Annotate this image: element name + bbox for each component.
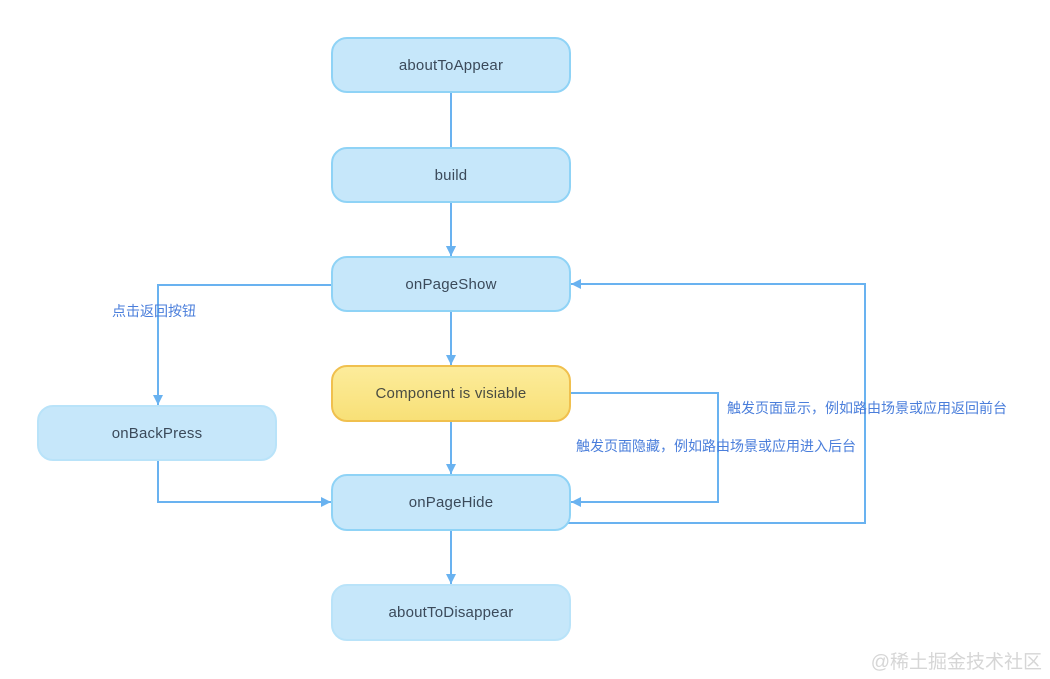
node-label: aboutToAppear (398, 56, 504, 74)
node-label: Component is visiable (375, 385, 527, 402)
node-label: onBackPress (111, 424, 203, 442)
edge-component-onPageHide-loop (571, 392, 719, 507)
node-label: aboutToDisappear (388, 604, 514, 621)
node-build: build (331, 147, 571, 203)
node-onBackPress: onBackPress (37, 405, 277, 461)
node-label: onPageShow (405, 275, 497, 293)
edge-label-page-show: 触发页面显示，例如路由场景或应用返回前台 (727, 400, 1007, 416)
node-label: build (434, 166, 468, 184)
watermark: @稀土掘金技术社区 (870, 652, 1042, 673)
edge-onPageShow-onBackPress (153, 284, 331, 405)
node-onPageShow: onPageShow (331, 256, 571, 312)
node-component-visible: Component is visiable (331, 365, 571, 422)
edge-onBackPress-onPageHide (157, 461, 331, 507)
edge-label-page-hide: 触发页面隐藏，例如路由场景或应用进入后台 (576, 438, 856, 454)
edge-label-back-button: 点击返回按钮 (112, 303, 196, 319)
node-aboutToDisappear: aboutToDisappear (331, 584, 571, 641)
edge-onPageHide-onPageShow-loop (568, 279, 866, 524)
node-onPageHide: onPageHide (331, 474, 571, 531)
node-label: onPageHide (408, 494, 494, 511)
node-aboutToAppear: aboutToAppear (331, 37, 571, 93)
